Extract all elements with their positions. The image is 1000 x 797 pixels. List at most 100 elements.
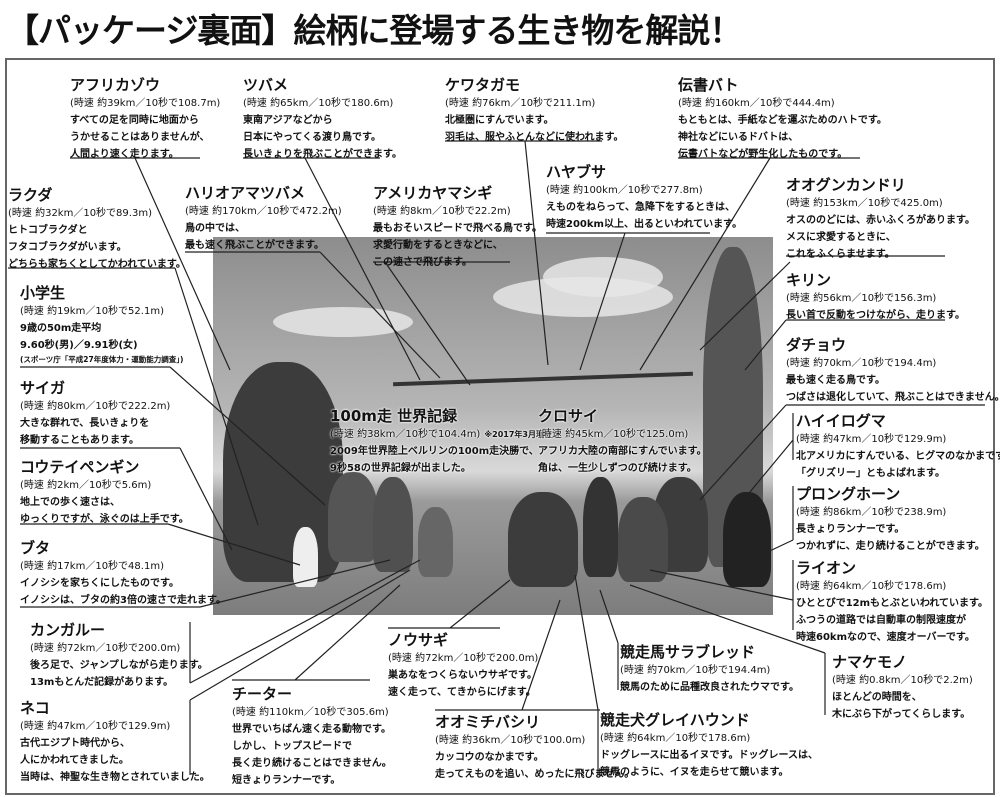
animal-name: 小学生	[20, 284, 66, 302]
animal-description-line: 長いきょりを飛ぶことができます。	[243, 149, 402, 160]
animal-description-line: 短きょりランナーです。	[232, 775, 341, 786]
lion-figure	[618, 497, 668, 582]
animal-name: ライオン	[796, 559, 857, 577]
animal-description-line: 最もおそいスピードで飛べる鳥です。	[373, 223, 542, 234]
animal-name: ツバメ	[243, 76, 289, 94]
animal-description-line: 最も速く飛ぶことができます。	[185, 240, 324, 251]
animal-speed: (時速 約47km／10秒で129.9m)	[796, 434, 947, 445]
animal-description-line: もともとは、手紙などを運ぶためのハトです。	[678, 115, 887, 126]
animal-entry-greyhound: 競走犬グレイハウンド(時速 約64km／10秒で178.6m)ドッグレースに出る…	[600, 710, 818, 781]
animal-entry-needletail: ハリオアマツバメ(時速 約170km／10秒で472.2m)鳥の中では、最も速く…	[185, 183, 342, 254]
animal-name: カンガルー	[30, 621, 106, 639]
animal-name: サイガ	[20, 379, 66, 397]
animal-speed: (時速 約100km／10秒で277.8m)	[546, 185, 703, 196]
rhino-figure	[508, 492, 578, 587]
elephant-figure	[223, 362, 343, 582]
animal-entry-pronghorn: プロングホーン(時速 約86km／10秒で238.9m)長きょりランナーです。つ…	[796, 484, 985, 555]
animal-entry-camel: ラクダ(時速 約32km／10秒で89.3m)ヒトコブラクダとフタコブラクダがい…	[8, 185, 186, 273]
animal-speed: (時速 約70km／10秒で194.4m)	[786, 358, 937, 369]
cheetah-figure	[418, 507, 453, 577]
animal-description-line: 当時は、神聖な生き物とされていました。	[20, 772, 210, 783]
animal-description-line: 地上での歩く速さは、	[20, 497, 120, 508]
animal-description-line: 羽毛は、服やふとんなどに使われます。	[445, 132, 624, 143]
animal-description-line: 鳥の中では、	[185, 223, 245, 234]
animal-description-line: 走ってえものを追い、めったに飛びません。	[435, 769, 635, 780]
animal-description-line: 13mもとんだ記録があります。	[30, 677, 174, 688]
penguin-figure	[293, 527, 318, 587]
animal-name: 競走馬サラブレッド	[620, 643, 756, 661]
animal-name: 100m走 世界記録	[330, 407, 458, 425]
animal-name: ケワタガモ	[445, 76, 521, 94]
animal-speed: (時速 約72km／10秒で200.0m)	[388, 653, 539, 664]
animal-speed: (時速 約64km／10秒で178.6m)	[796, 581, 947, 592]
animal-speed: (時速 約110km／10秒で305.6m)	[232, 707, 389, 718]
animal-description-line: イノシシを家ちくにしたものです。	[20, 578, 179, 589]
horse-figure	[583, 477, 618, 577]
record-date-note: ※2017年3月現在	[484, 430, 552, 439]
animal-description-line: ひととびで12mもとぶといわれています。	[796, 598, 989, 609]
animal-name: 競走犬グレイハウンド	[600, 711, 750, 729]
animal-speed: (時速 約56km／10秒で156.3m)	[786, 293, 937, 304]
animal-entry-black-rhino: クロサイ(時速 約45km／10秒で125.0m)アフリカ大陸の南部にすんでいま…	[538, 406, 707, 477]
animal-speed: (時速 約38km／10秒で104.4m)	[330, 429, 481, 440]
animal-name: 伝書バト	[678, 76, 739, 94]
animal-description-line: どちらも家ちくとしてかわれています。	[8, 259, 186, 270]
animal-description-line: 北アメリカにすんでいる、ヒグマのなかまです。	[796, 451, 1000, 462]
animal-description-line: アフリカ大陸の南部にすんでいます。	[538, 446, 707, 457]
animal-entry-giraffe: キリン (時速 約56km／10秒で156.3m) 長い首で反動をつけながら、走りま…	[786, 270, 965, 324]
animal-description-line: イノシシは、ブタの約3倍の速さで走れます。	[20, 595, 226, 606]
animal-description-line: 長い首で反動をつけながら、走ります。	[786, 310, 965, 321]
animal-name: ハヤブサ	[546, 163, 607, 181]
animal-speed: (時速 約36km／10秒で100.0m)	[435, 735, 586, 746]
animal-name: ノウサギ	[388, 631, 449, 649]
animal-name: ハイイログマ	[796, 412, 886, 430]
animal-name: ブタ	[20, 539, 51, 557]
animal-description-line: フタコブラクダがいます。	[8, 242, 127, 253]
animal-description-line: 9秒58の世界記録が出ました。	[330, 463, 471, 474]
animal-entry-homing-pigeon: 伝書バト (時速 約160km／10秒で444.4m) もともとは、手紙などを運ぶた…	[678, 75, 887, 163]
animal-description-line: 競馬のように、イヌを走らせて競います。	[600, 767, 789, 778]
animal-name: オオミチバシリ	[435, 713, 541, 731]
animal-description-line: この速さで飛びます。	[373, 257, 472, 268]
animal-description-line: つばさは退化していて、飛ぶことはできません。	[786, 392, 1000, 403]
animal-name: ハリオアマツバメ	[185, 184, 306, 202]
animal-description-line: 時速60kmなので、速度オーバーです。	[796, 632, 975, 643]
animal-speed: (時速 約160km／10秒で444.4m)	[678, 98, 835, 109]
animal-description-line: 日本にやってくる渡り鳥です。	[243, 132, 381, 143]
animal-entry-hare: ノウサギ(時速 約72km／10秒で200.0m)巣あなをつくらないウサギです。…	[388, 630, 538, 701]
animal-name: プロングホーン	[796, 485, 901, 503]
animal-entry-african-elephant: アフリカゾウ(時速 約39km／10秒で108.7m)すべての足を同時に地面から…	[70, 75, 220, 163]
animal-entry-eider: ケワタガモ(時速 約76km／10秒で211.1m)北極圏にすんでいます。羽毛は…	[445, 75, 624, 146]
animal-entry-cheetah: チーター(時速 約110km／10秒で305.6m)世界でいちばん速く走る動物で…	[232, 684, 392, 789]
animal-name: アフリカゾウ	[70, 76, 161, 94]
animal-name: オオグンカンドリ	[786, 176, 906, 194]
animal-entry-swallow: ツバメ(時速 約65km／10秒で180.6m)東南アジアなどから日本にやってく…	[243, 75, 402, 163]
animal-description-line: メスに求愛するときに、	[786, 232, 896, 243]
animal-description-line: ほとんどの時間を、	[832, 692, 922, 703]
animal-description-line: これをふくらませます。	[786, 249, 895, 260]
animal-description-line: 後ろ足で、ジャンプしながら走ります。	[30, 660, 208, 671]
animal-description-line: つかれずに、走り続けることができます。	[796, 541, 985, 552]
animal-name: キリン	[786, 271, 832, 289]
animal-entry-world-record: 100m走 世界記録 (時速 約38km／10秒で104.4m)※2017年3月現…	[330, 406, 552, 477]
animal-entry-frigatebird: オオグンカンドリ(時速 約153km／10秒で425.0m)オスののどには、赤い…	[786, 175, 975, 263]
animal-speed: (時速 約19km／10秒で52.1m)	[20, 306, 164, 317]
animal-speed: (時速 約64km／10秒で178.6m)	[600, 733, 751, 744]
animal-entry-woodcock: アメリカヤマシギ(時速 約8km／10秒で22.2m)最もおそいスピードで飛べる…	[373, 183, 542, 271]
animal-speed: (時速 約8km／10秒で22.2m)	[373, 206, 511, 217]
animal-speed: (時速 約86km／10秒で238.9m)	[796, 507, 947, 518]
animal-speed: (時速 約70km／10秒で194.4m)	[620, 665, 771, 676]
animal-speed: (時速 約39km／10秒で108.7m)	[70, 98, 221, 109]
animal-entry-lion: ライオン (時速 約64km／10秒で178.6m) ひととびで12mもとぶといわれ…	[796, 558, 988, 646]
animal-speed: (時速 約76km／10秒で211.1m)	[445, 98, 596, 109]
animal-entry-ostrich: ダチョウ(時速 約70km／10秒で194.4m)最も速く走る鳥です。つばさは退…	[786, 335, 1000, 406]
animal-description-line: 求愛行動をするときなどに、	[373, 240, 503, 251]
animal-entry-sloth: ナマケモノ(時速 約0.8km／10秒で2.2m)ほとんどの時間を、木にぶら下が…	[832, 652, 973, 723]
animal-description-line: 移動することもあります。	[20, 435, 139, 446]
animal-description-line: 速く走って、てきからにげます。	[388, 687, 536, 698]
animal-speed: (時速 約65km／10秒で180.6m)	[243, 98, 394, 109]
animal-description-line: 人にかわれてきました。	[20, 755, 129, 766]
animal-description-line: 長く走り続けることはできません。	[232, 758, 392, 769]
animal-speed: (時速 約47km／10秒で129.9m)	[20, 721, 171, 732]
